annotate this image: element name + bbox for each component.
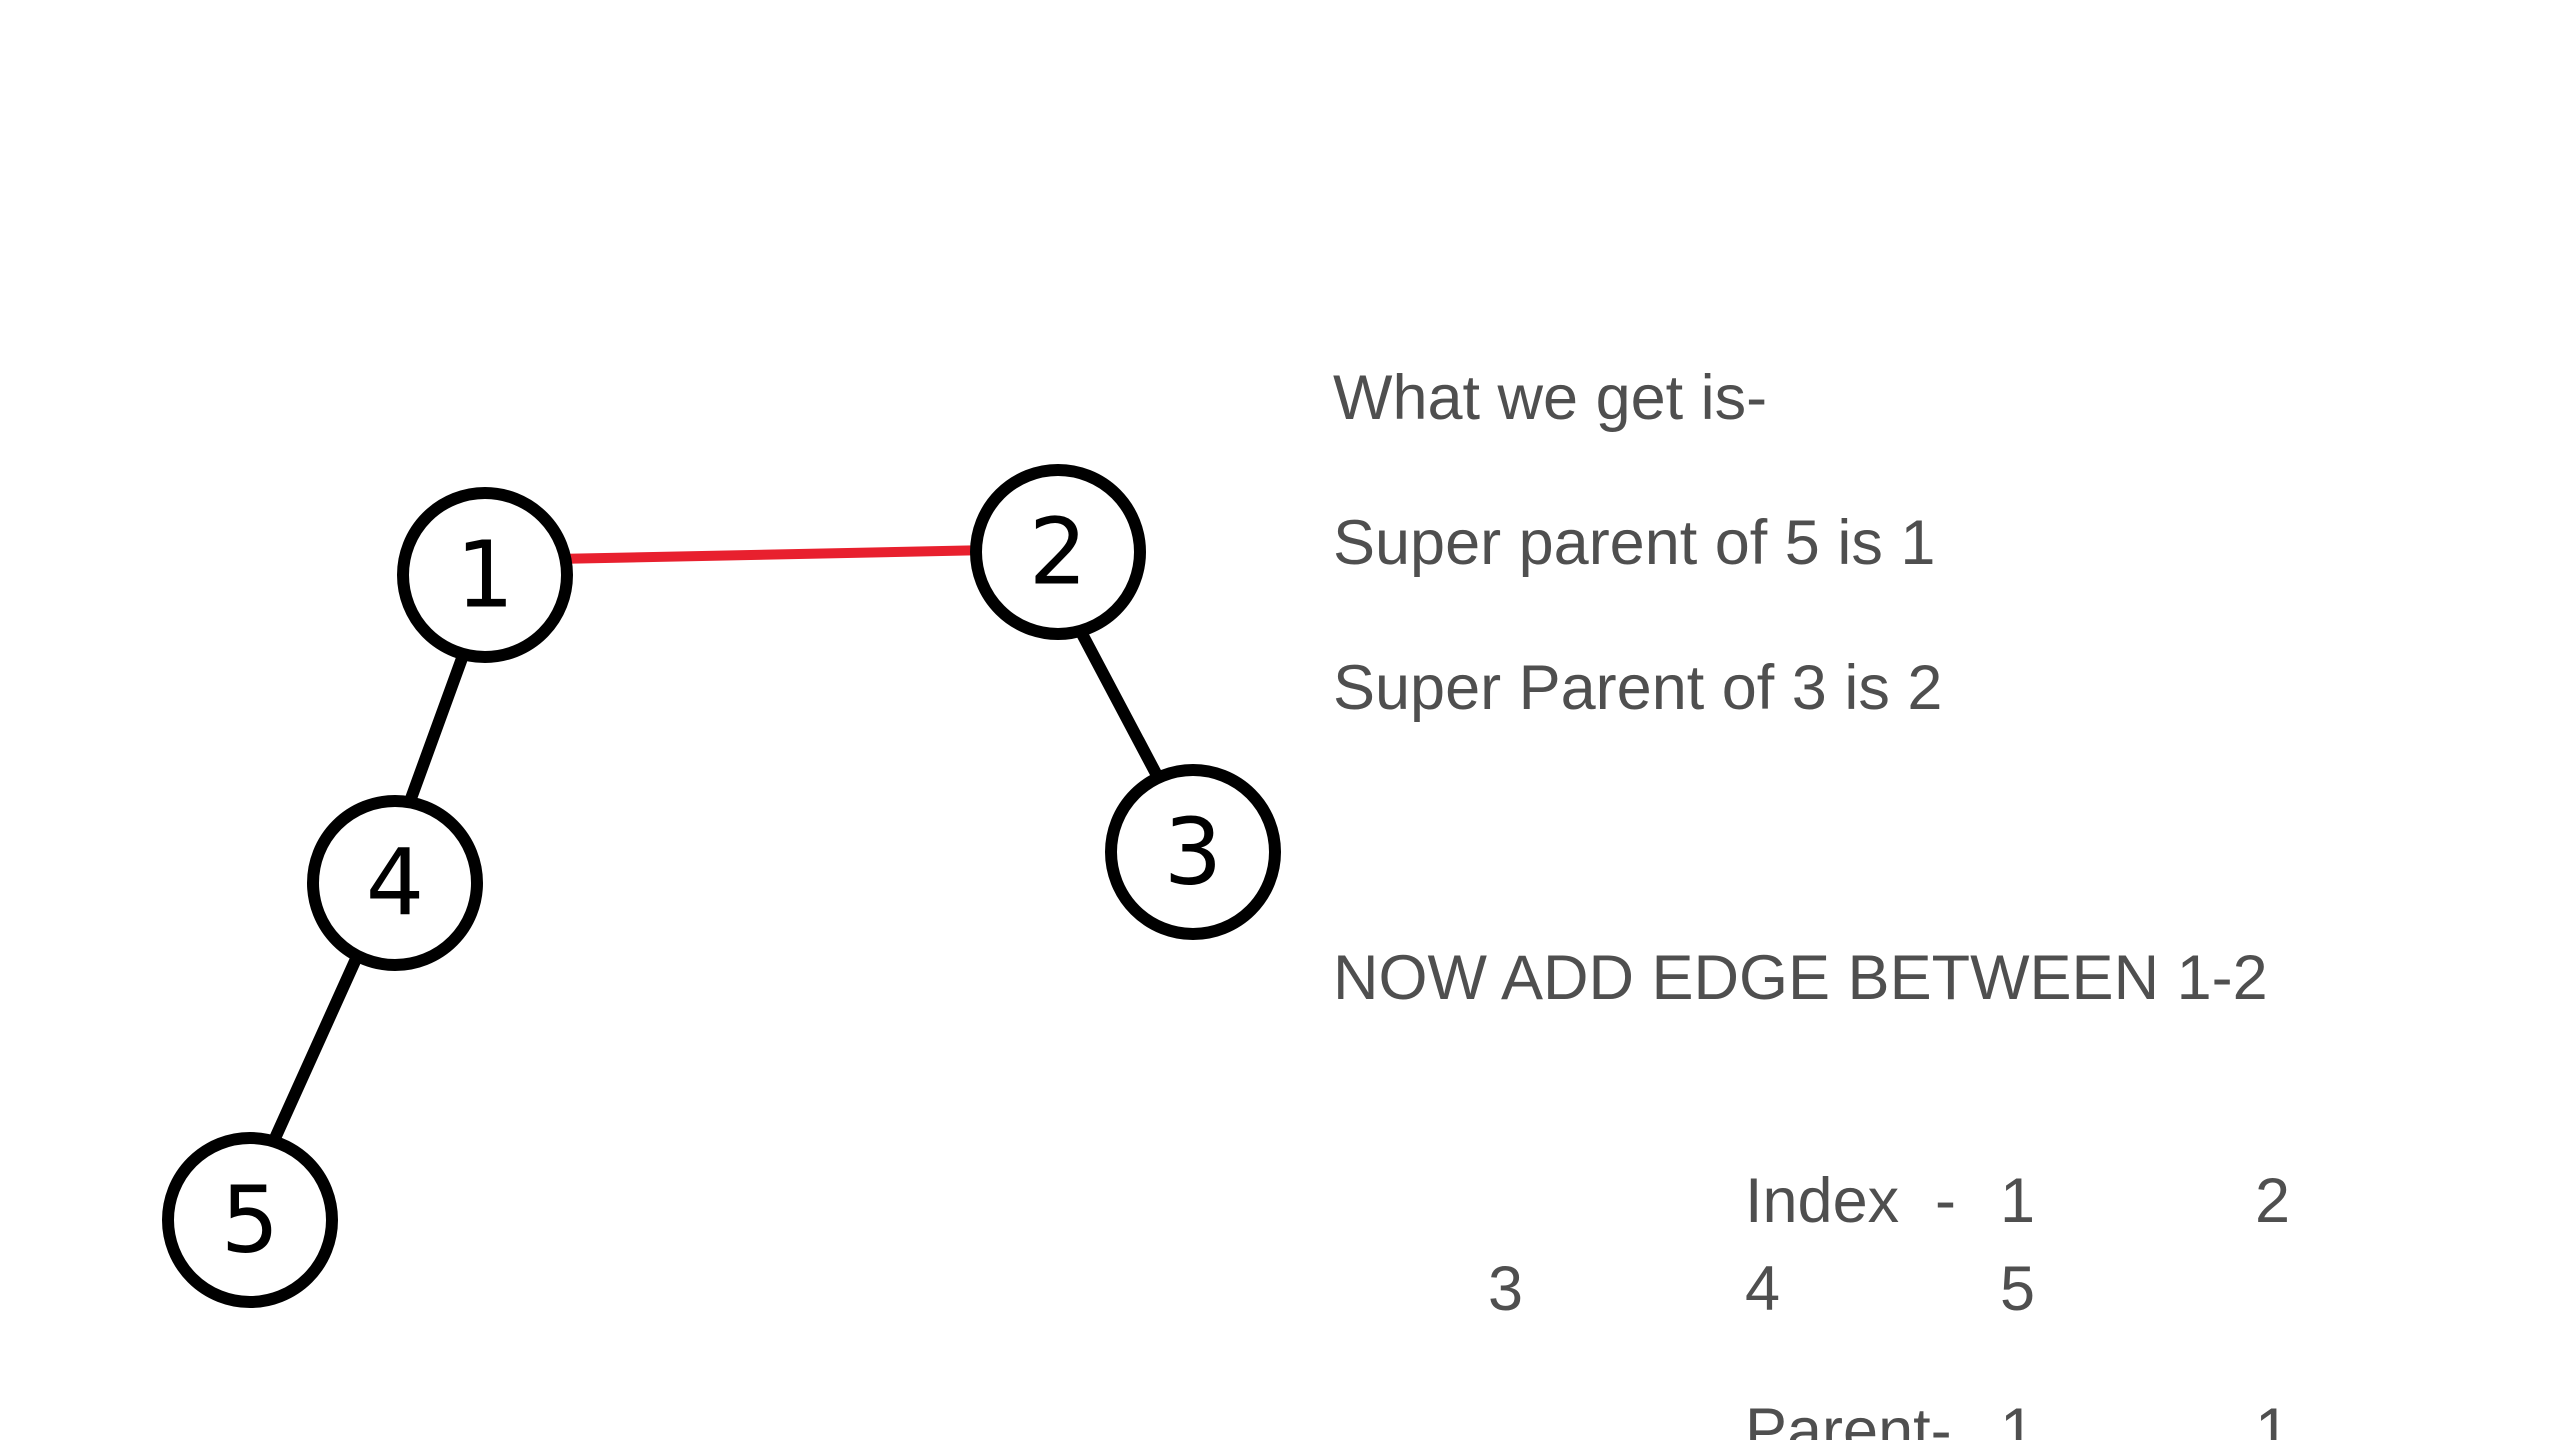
index-label: Index bbox=[1745, 1166, 1900, 1236]
parent-value-1: 1 bbox=[2000, 1396, 2036, 1440]
node-5-label: 5 bbox=[221, 1167, 280, 1274]
edge-1-4 bbox=[399, 644, 471, 821]
node-4: 4 bbox=[307, 795, 483, 971]
index-value-4: 4 bbox=[1745, 1254, 1781, 1324]
index-value-2: 2 bbox=[2255, 1166, 2291, 1236]
index-dash: - bbox=[1935, 1166, 1956, 1236]
edge-2-3 bbox=[1074, 624, 1176, 806]
parent-value-2: 1 bbox=[2255, 1396, 2291, 1440]
node-1: 1 bbox=[397, 487, 573, 663]
parent-label: Parent- bbox=[1745, 1396, 1952, 1440]
edge-1-2 bbox=[550, 545, 995, 564]
node-5: 5 bbox=[162, 1132, 338, 1308]
edge-4-5 bbox=[266, 944, 366, 1151]
node-2: 2 bbox=[970, 464, 1146, 640]
node-1-label: 1 bbox=[456, 522, 515, 629]
index-value-1: 1 bbox=[2000, 1166, 2036, 1236]
node-2-label: 2 bbox=[1029, 499, 1088, 606]
index-value-5: 5 bbox=[2000, 1254, 2036, 1324]
node-4-label: 4 bbox=[366, 830, 425, 937]
node-3: 3 bbox=[1105, 764, 1281, 940]
notes-instruction: NOW ADD EDGE BETWEEN 1-2 bbox=[1333, 943, 2268, 1013]
notes-line-super-parent-5: Super parent of 5 is 1 bbox=[1333, 508, 1936, 578]
index-value-3: 3 bbox=[1488, 1254, 1524, 1324]
node-3-label: 3 bbox=[1164, 799, 1223, 906]
notes-heading: What we get is- bbox=[1333, 363, 1768, 433]
notes-line-super-parent-3: Super Parent of 3 is 2 bbox=[1333, 653, 1943, 723]
